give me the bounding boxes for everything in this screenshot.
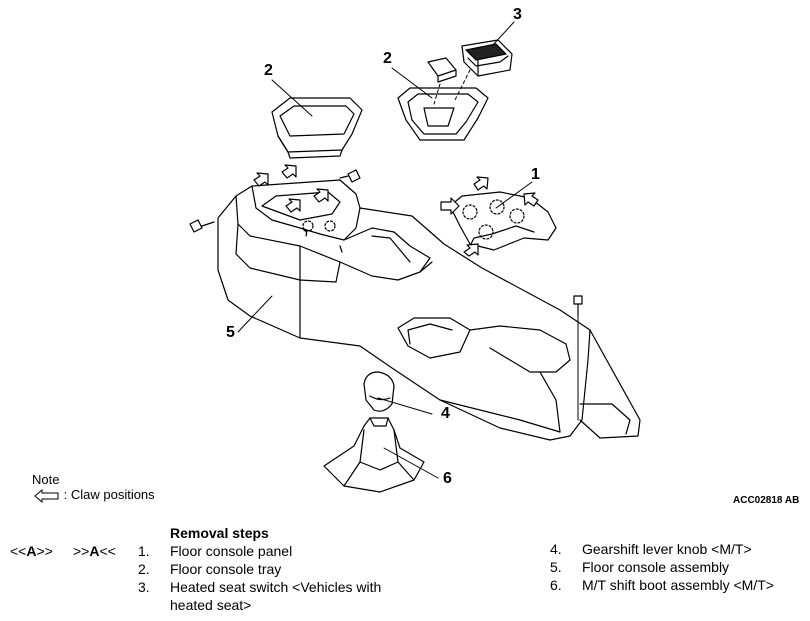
note-legend: : Claw positions bbox=[34, 487, 155, 503]
ref-b-suffix: << bbox=[99, 543, 116, 559]
step-item: 3. Heated seat switch <Vehicles with bbox=[138, 579, 381, 595]
step-text: Floor console tray bbox=[170, 561, 282, 577]
claw-arrows-console bbox=[253, 164, 329, 213]
leader-lines bbox=[237, 21, 579, 479]
mt-shift-boot bbox=[323, 417, 425, 493]
step-item: 5. Floor console assembly bbox=[550, 559, 729, 575]
step-text: Heated seat switch <Vehicles with bbox=[170, 579, 382, 595]
step-number: 2. bbox=[138, 561, 150, 577]
ref-b-prefix: >> bbox=[73, 543, 90, 559]
note-title: Note bbox=[32, 472, 60, 487]
floor-console-assembly bbox=[217, 179, 641, 441]
step-text: Floor console assembly bbox=[582, 559, 730, 575]
step-text: Gearshift lever knob <M/T> bbox=[582, 541, 752, 557]
figure-code: ACC02818 AB bbox=[733, 495, 800, 506]
step-number: 4. bbox=[550, 541, 562, 557]
step-item: 4. Gearshift lever knob <M/T> bbox=[550, 541, 752, 557]
service-ref-a: <<A>> bbox=[10, 543, 53, 559]
ref-b-letter: A bbox=[89, 543, 100, 559]
step-number: 5. bbox=[550, 559, 562, 575]
step-text: Floor console panel bbox=[170, 543, 293, 559]
step-item: 1. Floor console panel bbox=[138, 543, 292, 559]
switch-cover bbox=[427, 57, 457, 83]
ref-a-prefix: << bbox=[10, 543, 27, 559]
callout-6: 6 bbox=[443, 470, 452, 487]
callout-1: 1 bbox=[531, 166, 540, 183]
claw-arrows-panel bbox=[440, 176, 539, 257]
gearshift-lever-knob bbox=[363, 371, 395, 412]
ref-a-letter: A bbox=[26, 543, 37, 559]
ref-a-suffix: >> bbox=[36, 543, 53, 559]
step-number: 1. bbox=[138, 543, 150, 559]
floor-console-tray bbox=[271, 97, 363, 159]
callout-3: 3 bbox=[513, 6, 522, 23]
exploded-view-diagram bbox=[189, 21, 641, 493]
step-item: 2. Floor console tray bbox=[138, 561, 281, 577]
step-number: 6. bbox=[550, 577, 562, 593]
floor-console-tray-secondary bbox=[397, 87, 489, 141]
callout-2-panel-tray: 2 bbox=[383, 50, 392, 67]
floor-console-panel bbox=[449, 191, 557, 251]
step-number: 3. bbox=[138, 579, 150, 595]
step-text: M/T shift boot assembly <M/T> bbox=[582, 577, 774, 593]
step-item: heated seat> bbox=[138, 597, 251, 613]
step-text: heated seat> bbox=[170, 597, 252, 613]
callout-2-tray: 2 bbox=[264, 62, 273, 79]
claw-positions-label: : Claw positions bbox=[63, 487, 155, 502]
removal-steps-title: Removal steps bbox=[170, 525, 269, 541]
service-ref-b: >>A<< bbox=[73, 543, 116, 559]
callout-5: 5 bbox=[226, 324, 235, 341]
callout-4: 4 bbox=[441, 405, 450, 422]
step-item: 6. M/T shift boot assembly <M/T> bbox=[550, 577, 774, 593]
screws bbox=[189, 169, 583, 317]
heated-seat-switch bbox=[461, 39, 513, 77]
claw-arrow-icon bbox=[34, 488, 59, 503]
